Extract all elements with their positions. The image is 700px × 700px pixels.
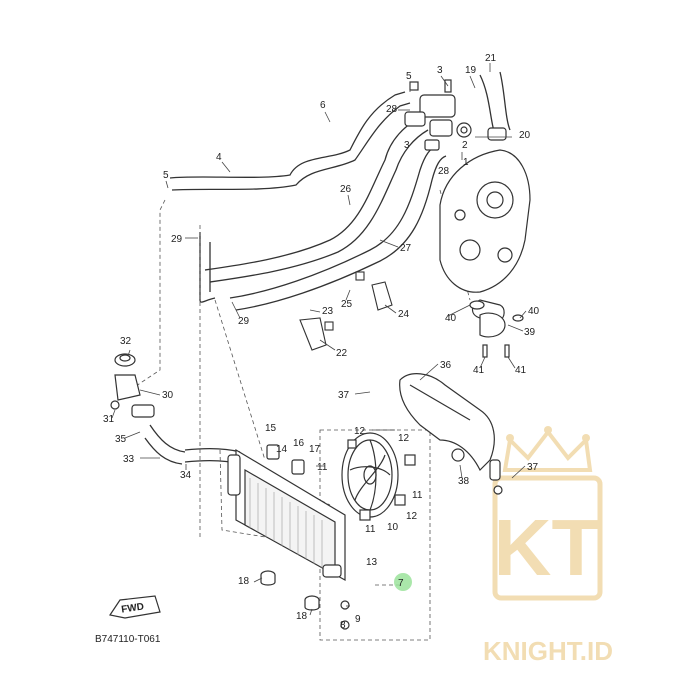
callout-8: 8 bbox=[340, 620, 346, 631]
callout-11b: 11 bbox=[365, 524, 376, 535]
callout-12b: 12 bbox=[398, 433, 410, 444]
callout-21: 21 bbox=[485, 53, 497, 64]
callout-27: 27 bbox=[400, 243, 412, 254]
callout-5b: 5 bbox=[163, 170, 169, 181]
callout-23: 23 bbox=[322, 306, 334, 317]
fwd-arrow-icon: FWD bbox=[109, 595, 161, 619]
callout-30: 30 bbox=[162, 390, 174, 401]
callout-29b: 29 bbox=[238, 316, 250, 327]
callout-32: 32 bbox=[120, 336, 132, 347]
callout-3: 3 bbox=[437, 65, 443, 76]
callout-10: 10 bbox=[387, 522, 399, 533]
callout-labels: 1 2 3 3 4 5 5 6 7 8 9 10 11 11 11 12 12 … bbox=[103, 53, 540, 631]
callout-40b: 40 bbox=[445, 313, 457, 324]
callout-28: 28 bbox=[386, 104, 398, 115]
callout-37: 37 bbox=[338, 390, 350, 401]
hose-brackets bbox=[299, 271, 393, 351]
callout-16: 16 bbox=[293, 438, 305, 449]
callout-41: 41 bbox=[473, 365, 485, 376]
callout-leaders bbox=[111, 63, 527, 616]
callout-6: 6 bbox=[320, 100, 326, 111]
callout-3b: 3 bbox=[404, 140, 410, 151]
callout-19: 19 bbox=[465, 65, 477, 76]
callout-13: 13 bbox=[366, 557, 378, 568]
callout-4: 4 bbox=[216, 152, 222, 163]
fwd-label: FWD bbox=[121, 601, 145, 615]
callout-35: 35 bbox=[115, 434, 127, 445]
callout-14: 14 bbox=[276, 444, 288, 455]
highlight-marker bbox=[394, 573, 412, 591]
callout-34: 34 bbox=[180, 470, 192, 481]
rubber-grommets bbox=[260, 570, 350, 630]
callout-17: 17 bbox=[309, 444, 321, 455]
callout-24: 24 bbox=[398, 309, 410, 320]
callout-39: 39 bbox=[524, 327, 536, 338]
callout-12c: 12 bbox=[406, 511, 418, 522]
callout-1: 1 bbox=[463, 157, 469, 168]
callout-5: 5 bbox=[406, 71, 412, 82]
watermark-crown-icon bbox=[502, 428, 593, 472]
watermark-monogram: KT bbox=[494, 503, 601, 592]
cooling-fan bbox=[341, 432, 416, 521]
callout-18: 18 bbox=[238, 576, 250, 587]
engine-case-cover bbox=[439, 149, 531, 321]
callout-28b: 28 bbox=[438, 166, 450, 177]
callout-20: 20 bbox=[519, 130, 531, 141]
callout-15: 15 bbox=[265, 423, 277, 434]
thermostat-housing bbox=[404, 79, 507, 151]
callout-12: 12 bbox=[354, 426, 366, 437]
callout-37b: 37 bbox=[527, 462, 539, 473]
radiator-shroud bbox=[399, 373, 503, 495]
watermark: KT KNIGHT.ID bbox=[483, 426, 613, 666]
watermark-shield bbox=[492, 475, 603, 601]
callout-41b: 41 bbox=[515, 365, 527, 376]
callout-31: 31 bbox=[103, 414, 115, 425]
watermark-brand: KNIGHT.ID bbox=[483, 636, 613, 666]
callout-36: 36 bbox=[440, 360, 452, 371]
callout-40: 40 bbox=[528, 306, 540, 317]
callout-11c: 11 bbox=[412, 490, 423, 501]
callout-9: 9 bbox=[355, 614, 361, 625]
water-outlet bbox=[469, 300, 524, 358]
callout-25: 25 bbox=[341, 299, 353, 310]
callout-38: 38 bbox=[458, 476, 470, 487]
callout-29: 29 bbox=[171, 234, 183, 245]
callout-2: 2 bbox=[462, 140, 468, 151]
callout-18b: 18 bbox=[296, 611, 308, 622]
callout-11: 11 bbox=[317, 462, 328, 473]
diagram-caption: B747110-T061 bbox=[95, 634, 161, 645]
callout-22: 22 bbox=[336, 348, 348, 359]
callout-33: 33 bbox=[123, 454, 135, 465]
callout-7: 7 bbox=[398, 578, 404, 589]
callout-26: 26 bbox=[340, 184, 352, 195]
radiator bbox=[227, 444, 346, 582]
radiator-cap-assembly bbox=[110, 353, 155, 418]
